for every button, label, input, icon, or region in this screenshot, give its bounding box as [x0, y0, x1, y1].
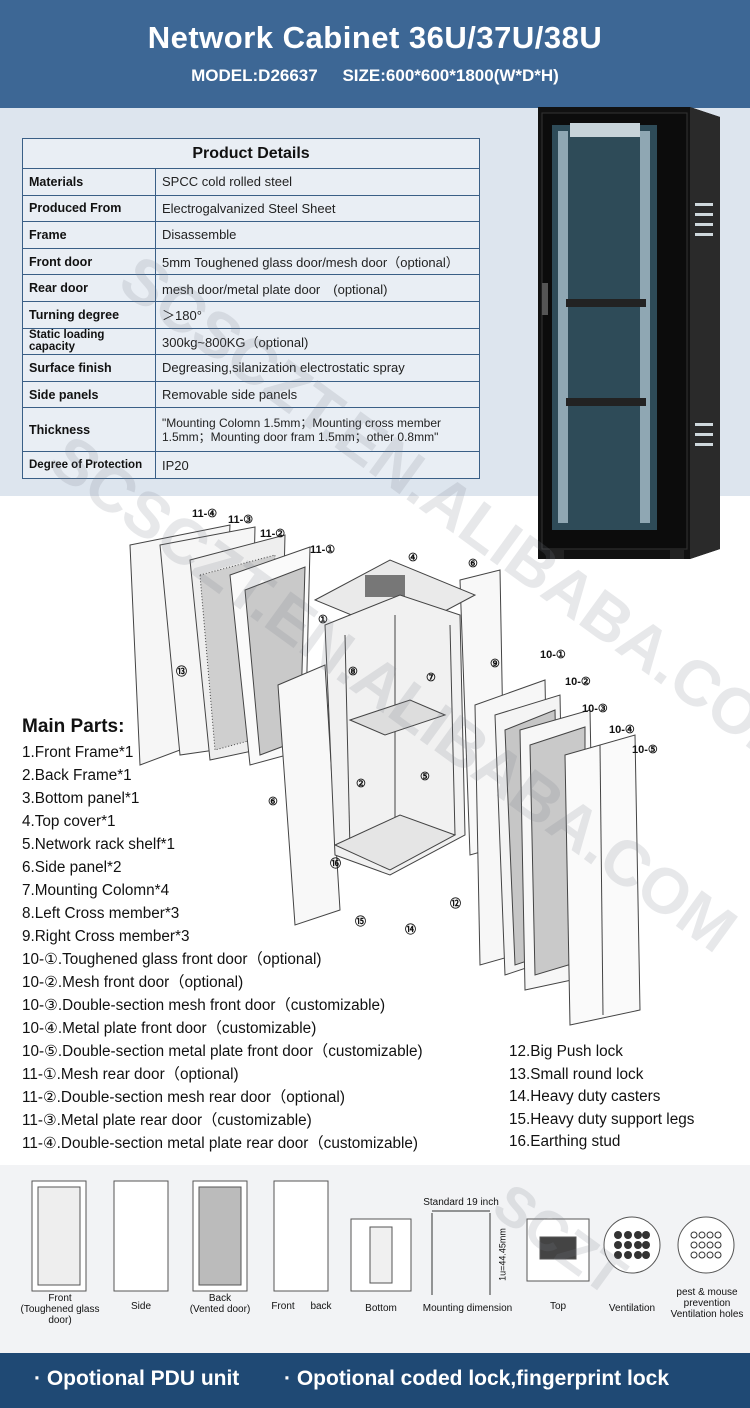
label-13: ⑬ — [176, 664, 187, 678]
list-item: 11-②.Double-section mesh rear door（optio… — [22, 1089, 345, 1106]
pest-label: pest & mouse prevention Ventilation hole… — [665, 1287, 749, 1320]
back2-label: back — [310, 1301, 332, 1312]
label-16: ⑯ — [330, 856, 341, 870]
label-12: ⑫ — [450, 896, 461, 910]
list-item: 10-⑤.Double-section metal plate front do… — [22, 1043, 423, 1060]
model-number: MODEL:D26637 — [191, 66, 318, 85]
list-item: 4.Top cover*1 — [22, 813, 116, 830]
front-view-label: Front (Toughened glass door) — [10, 1293, 110, 1326]
label-11-1: 11-① — [310, 544, 335, 556]
model-size-line: MODEL:D26637 SIZE:600*600*1800(W*D*H) — [0, 66, 750, 86]
table-row: Thickness"Mounting Colomn 1.5mm；Mounting… — [22, 407, 480, 453]
list-item: 14.Heavy duty casters — [509, 1088, 661, 1106]
ventilation-label: Ventilation — [608, 1303, 656, 1314]
back-sub-label: (Vented door) — [189, 1304, 251, 1315]
header-banner: Network Cabinet 36U/37U/38U MODEL:D26637… — [0, 0, 750, 108]
list-item: 10-①.Toughened glass front door（optional… — [22, 951, 322, 968]
label-7: ⑦ — [426, 672, 436, 684]
label-14: ⑭ — [405, 922, 416, 936]
list-item: 6.Side panel*2 — [22, 859, 122, 876]
exploded-diagram: 11-④ 11-③ 11-② 11-① 10-① 10-② 10-③ 10-④ … — [129, 508, 658, 1026]
side-view — [113, 1180, 169, 1292]
main-parts-list: 1.Front Frame*1 2.Back Frame*1 3.Bottom … — [22, 741, 492, 1155]
label-11-4: 11-④ — [192, 508, 217, 520]
views-strip: Front (Toughened glass door) Side Back (… — [0, 1165, 750, 1355]
label-1: ① — [318, 614, 328, 626]
label-8: ⑧ — [348, 666, 358, 678]
front-door-10-5 — [564, 734, 641, 1026]
list-item: 7.Mounting Colomn*4 — [22, 882, 170, 899]
pest-ventilation-pattern — [677, 1216, 735, 1274]
footer-banner: · Opotional PDU unit · Opotional coded l… — [0, 1353, 750, 1408]
pest-line3: Ventilation holes — [670, 1309, 744, 1320]
label-5: ⑤ — [420, 771, 430, 783]
front2-label: Front — [271, 1301, 295, 1312]
label-9: ⑨ — [490, 658, 500, 670]
bottom-label: Bottom — [365, 1303, 397, 1314]
label-10-5: 10-⑤ — [632, 744, 658, 756]
label-10-4: 10-④ — [609, 724, 635, 736]
main-parts-list-right: 12.Big Push lock 13.Small round lock 14.… — [509, 1041, 739, 1154]
standard-label: Standard 19 inch — [423, 1197, 499, 1208]
label-10-3: 10-③ — [582, 703, 608, 715]
table-row: Turning degree＞180° — [22, 300, 480, 329]
cabinet-photo — [538, 107, 720, 559]
main-parts-title: Main Parts: — [22, 716, 125, 737]
back-view-label: Back (Vented door) — [180, 1293, 260, 1315]
label-6-side: ⑥ — [268, 796, 278, 808]
side-panel-left — [277, 664, 341, 926]
size-spec: SIZE:600*600*1800(W*D*H) — [342, 66, 559, 85]
label-6-top: ⑥ — [468, 558, 478, 570]
list-item: 3.Bottom panel*1 — [22, 790, 140, 807]
pest-line2: prevention — [683, 1298, 731, 1309]
front-label: Front — [48, 1293, 72, 1304]
list-item: 10-②.Mesh front door（optional) — [22, 974, 244, 991]
unit-label: 1u=44.45mm — [497, 1228, 508, 1281]
list-item: 8.Left Cross member*3 — [22, 905, 180, 922]
page-title: Network Cabinet 36U/37U/38U — [147, 20, 603, 55]
label-10-2: 10-② — [565, 676, 591, 688]
list-item: 16.Earthing stud — [509, 1133, 621, 1151]
list-item: 10-③.Double-section mesh front door（cust… — [22, 997, 386, 1014]
label-2: ② — [356, 778, 366, 790]
label-11-3: 11-③ — [228, 514, 253, 526]
list-item: 2.Back Frame*1 — [22, 767, 132, 784]
footer-pdu: · Opotional PDU unit — [34, 1367, 240, 1390]
list-item: 9.Right Cross member*3 — [22, 928, 190, 945]
list-item: 5.Network rack shelf*1 — [22, 836, 176, 853]
label-10-1: 10-① — [540, 649, 566, 661]
pest-line1: pest & mouse — [676, 1287, 738, 1298]
list-item: 11-③.Metal plate rear door（customizable) — [22, 1112, 312, 1129]
list-item: 11-④.Double-section metal plate rear doo… — [22, 1135, 419, 1152]
side-view-label: Side — [130, 1301, 151, 1312]
list-item: 13.Small round lock — [509, 1065, 644, 1083]
mounting-label: Mounting dimension — [422, 1303, 513, 1314]
label-15: ⑮ — [355, 914, 366, 928]
list-item: 1.Front Frame*1 — [22, 744, 134, 761]
top-label: Top — [549, 1301, 567, 1312]
list-item: 11-①.Mesh rear door（optional) — [22, 1066, 239, 1083]
list-item: 12.Big Push lock — [509, 1043, 623, 1060]
list-item: 15.Heavy duty support legs — [509, 1110, 695, 1128]
front-back-view — [273, 1180, 329, 1292]
table-title: Product Details — [22, 138, 480, 169]
footer-lock: · Opotional coded lock,fingerprint lock — [284, 1367, 670, 1390]
views-drawings — [31, 1180, 735, 1295]
label-11-2: 11-② — [260, 528, 285, 540]
back-label: Back — [208, 1293, 232, 1304]
list-item: 10-④.Metal plate front door（customizable… — [22, 1020, 317, 1037]
front-sub-label: (Toughened glass door) — [20, 1304, 100, 1326]
label-4: ④ — [408, 552, 418, 564]
